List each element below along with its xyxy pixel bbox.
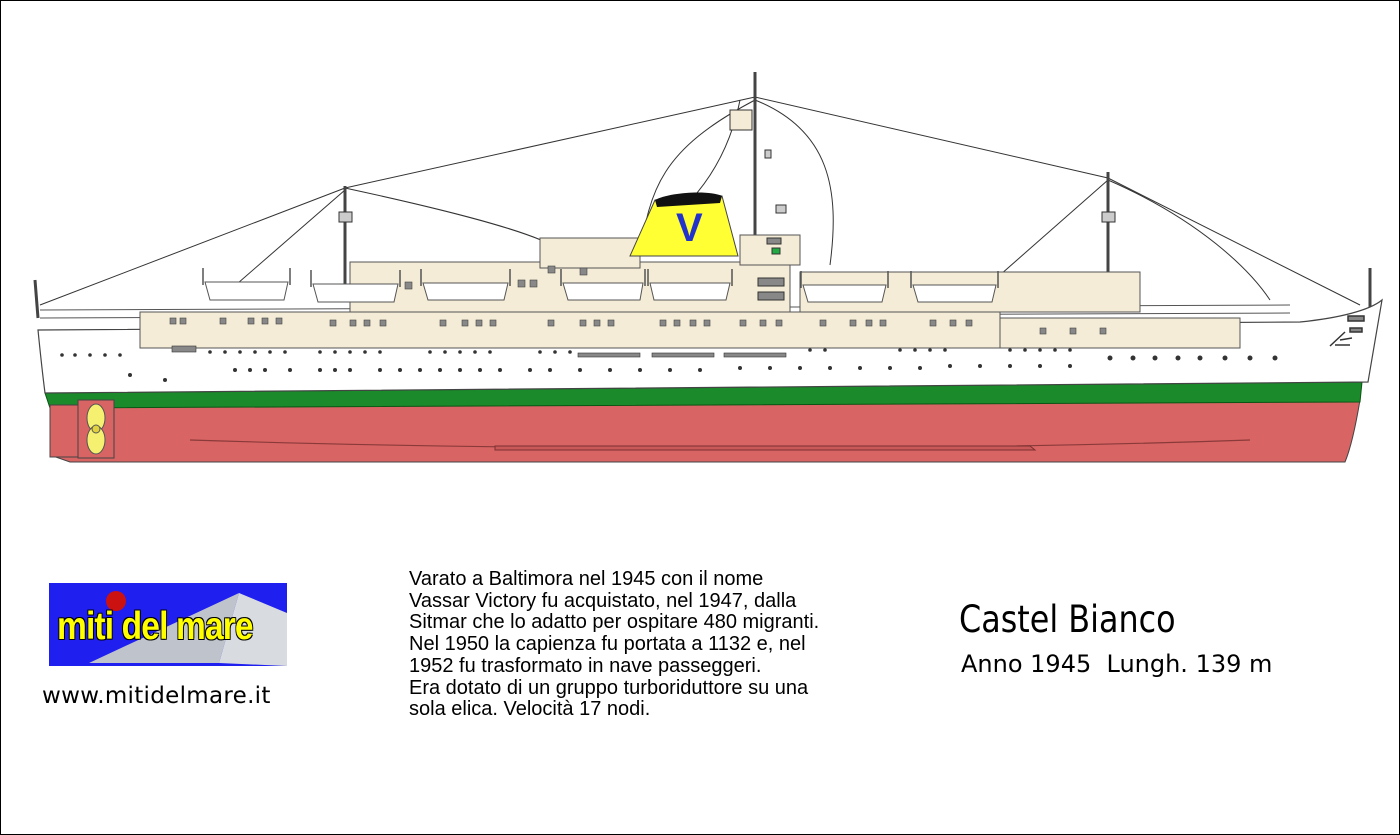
funnel-letter: V	[676, 206, 703, 250]
ship-profile-drawing: V	[33, 72, 1383, 463]
description-line: Sitmar che lo adatto per ospitare 480 mi…	[409, 611, 820, 634]
description-line: sola elica. Velocità 17 nodi.	[409, 698, 651, 721]
ship-specs: Anno 1945 Lungh. 139 m	[961, 650, 1273, 678]
miti-del-mare-logo[interactable]: miti del mare	[49, 583, 287, 666]
description-line: 1952 fu trasformato in nave passeggeri.	[409, 654, 762, 677]
description-line: Vassar Victory fu acquistato, nel 1947, …	[409, 589, 797, 612]
description-line: Nel 1950 la capienza fu portata a 1132 e…	[409, 633, 806, 656]
ship-description: Varato a Baltimora nel 1945 con il nome …	[409, 568, 909, 721]
ship-name: Castel Bianco	[959, 598, 1176, 641]
website-url[interactable]: www.mitidelmare.it	[42, 683, 271, 709]
logo-text: miti del mare	[57, 605, 254, 648]
description-line: Varato a Baltimora nel 1945 con il nome	[409, 568, 764, 590]
logo-sail-graphic	[89, 591, 287, 666]
description-line: Era dotato di un gruppo turboriduttore s…	[409, 676, 809, 699]
